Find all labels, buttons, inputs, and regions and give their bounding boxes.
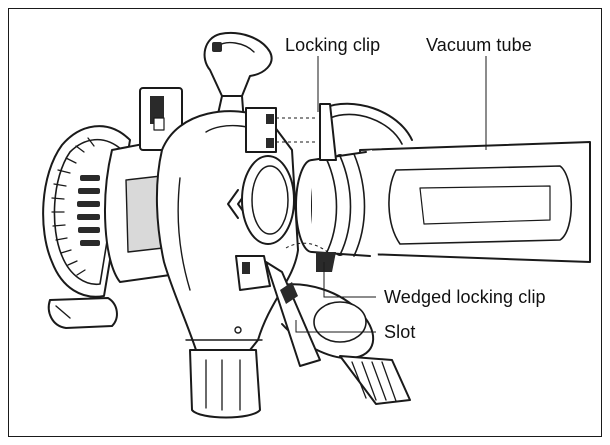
blower-housing: [155, 107, 299, 419]
callout-wedged-locking-clip: Wedged locking clip: [384, 287, 546, 307]
callout-slot: Slot: [384, 322, 416, 342]
callout-locking-clip: Locking clip: [285, 35, 381, 55]
leader-wedged-clip: [323, 262, 376, 298]
vacuum-tube: [295, 102, 591, 272]
callout-vacuum-tube: Vacuum tube: [426, 35, 532, 55]
leader-slot: [295, 320, 376, 333]
